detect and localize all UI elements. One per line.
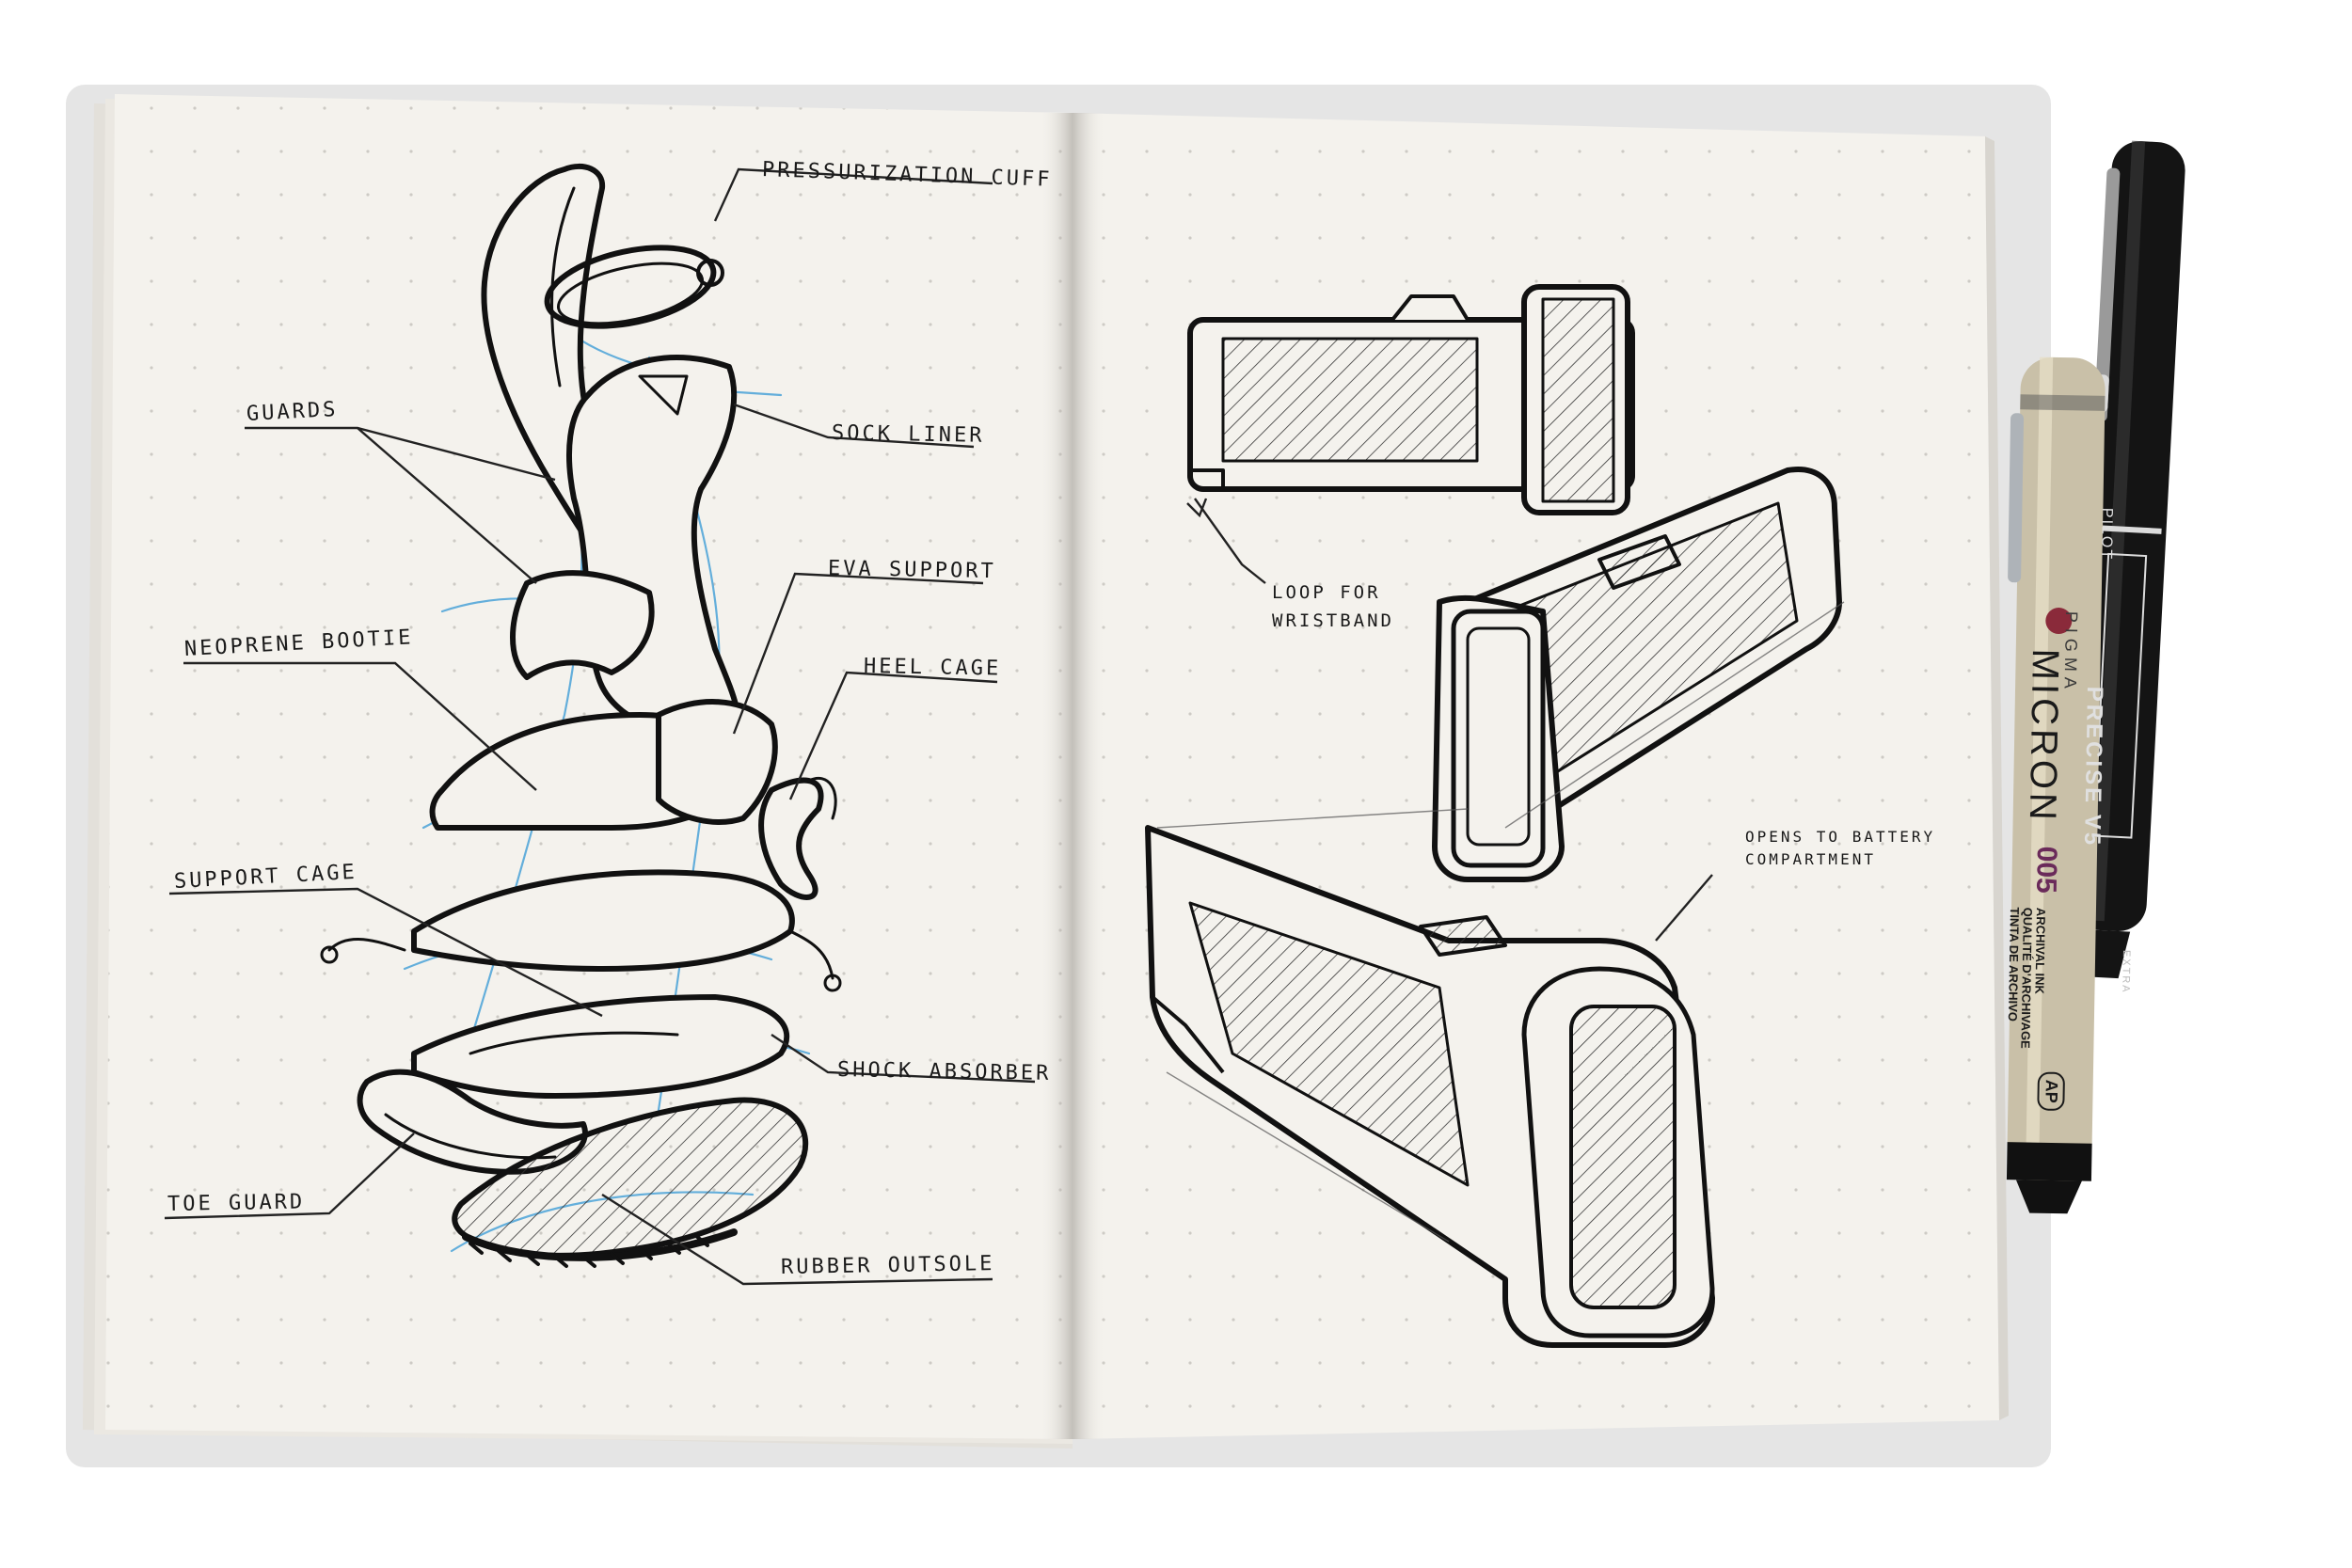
label-eva-support: EVA SUPPORT	[827, 557, 996, 584]
label-shock-absorber: SHOCK ABSORBER	[836, 1058, 1052, 1085]
flashlight-side-view	[1187, 284, 1635, 515]
note-battery-line1: OPENS TO BATTERY	[1745, 828, 1936, 846]
micron-pen-model: MICRON	[2021, 648, 2066, 825]
micron-pen-size: 005	[2030, 846, 2062, 895]
flashlight-perspective-bottom	[1145, 825, 1715, 1348]
label-heel-cage: HEEL CAGE	[863, 655, 1002, 681]
pressurization-cuff-ring	[544, 245, 717, 329]
pilot-pen-brand: PILOT	[2098, 507, 2115, 562]
micron-pen-ink-text: ARCHIVAL INK QUALITÉ D'ARCHIVAGE TINTA D…	[2005, 907, 2048, 1049]
note-loop-line2: WRISTBAND	[1272, 610, 1394, 631]
gutter	[1040, 113, 1105, 1439]
guard-fragment	[510, 570, 655, 680]
flashlight-perspective-top	[1432, 467, 1842, 882]
label-sock-liner: SOCK LINER	[831, 421, 985, 448]
note-battery-compartment: OPENS TO BATTERY COMPARTMENT	[1745, 826, 1935, 871]
leader-lines-left	[164, 167, 1036, 1286]
note-loop-line1: LOOP FOR	[1272, 582, 1381, 603]
shock-absorber	[411, 994, 789, 1099]
pilot-pen	[2073, 140, 2185, 979]
heel-cage	[758, 777, 824, 900]
construction-lines-right	[1156, 601, 1845, 1243]
label-guards: GUARDS	[246, 397, 340, 426]
eva-support	[656, 699, 778, 825]
boot-exploded-sketch	[320, 163, 842, 1268]
label-rubber-outsole: RUBBER OUTSOLE	[780, 1252, 995, 1279]
pilot-pen-detail: EXTRA	[2120, 949, 2132, 994]
micron-pen-badge: AP	[2037, 1071, 2065, 1112]
note-battery-line2: COMPARTMENT	[1745, 850, 1876, 868]
note-loop-for-wristband: LOOP FOR WRISTBAND	[1272, 578, 1394, 635]
leader-lines-right	[1186, 498, 1713, 942]
label-toe-guard: TOE GUARD	[167, 1190, 306, 1216]
micron-pen	[2006, 356, 2106, 1214]
pilot-pen-model: PRECISE V5	[2079, 686, 2107, 848]
flashlight-sketches	[1145, 284, 1842, 1348]
